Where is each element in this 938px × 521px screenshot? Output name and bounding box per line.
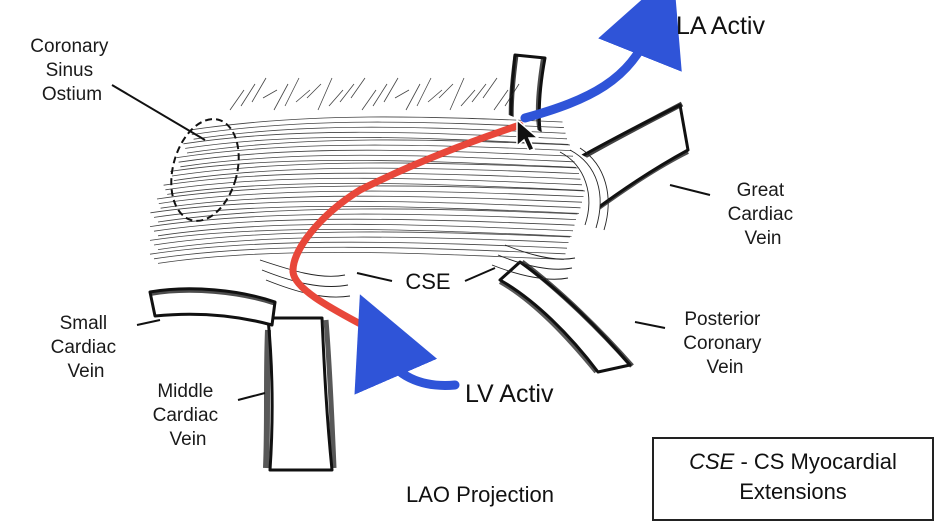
fiber-hatch: [483, 78, 497, 98]
leader-ostium: [112, 85, 205, 140]
label-lv-activ: LV Activ: [465, 380, 554, 408]
small-line-1: Small: [60, 313, 108, 334]
fiber-hatch: [230, 90, 244, 110]
label-la-activ: LA Activ: [676, 12, 765, 40]
middle-cardiac-vein-shape: [266, 318, 334, 470]
label-middle-cardiac-vein: Middle Cardiac Vein: [153, 381, 224, 450]
leader-cse-left: [357, 273, 392, 281]
fiber-hatch: [285, 78, 299, 106]
leader-middle-cardiac: [238, 393, 265, 400]
legend-box: CSE - CS Myocardial Extensions: [652, 437, 934, 521]
great-line-2: Cardiac: [728, 204, 793, 225]
legend-line-1: CSE - CS Myocardial: [654, 449, 932, 475]
small-line-2: Cardiac: [51, 337, 116, 358]
ostium-line-1: Coronary: [30, 36, 109, 57]
fiber-hatch: [263, 90, 277, 98]
fiber-hatch: [241, 84, 255, 106]
legend-line-2: Extensions: [654, 479, 932, 505]
fiber-hatch: [395, 90, 409, 98]
legend-line-1-rest: - CS Myocardial: [734, 449, 897, 474]
fiber-hatch: [252, 78, 266, 102]
label-cse: CSE: [405, 269, 450, 294]
ostium-line-2: Sinus: [46, 60, 94, 81]
ostium-line-3: Ostium: [42, 84, 102, 105]
great-line-3: Vein: [745, 228, 782, 249]
fiber-hatch: [472, 84, 486, 102]
legend-abbr: CSE: [689, 449, 734, 474]
label-coronary-sinus-ostium: Coronary Sinus Ostium: [30, 36, 113, 105]
projection-caption: LAO Projection: [370, 482, 590, 508]
posterior-line-1: Posterior: [684, 309, 761, 330]
leader-posterior-coronary: [635, 322, 665, 328]
posterior-line-2: Coronary: [683, 333, 762, 354]
small-line-3: Vein: [68, 361, 105, 382]
fiber-hatch: [461, 90, 475, 106]
leader-small-cardiac: [137, 320, 160, 325]
fiber-hatch: [351, 78, 365, 98]
label-small-cardiac-vein: Small Cardiac Vein: [51, 313, 122, 382]
label-posterior-coronary-vein: Posterior Coronary Vein: [683, 309, 766, 378]
great-line-1: Great: [737, 180, 785, 201]
middle-line-1: Middle: [157, 381, 213, 402]
posterior-line-3: Vein: [707, 357, 744, 378]
fiber-hatch: [274, 84, 288, 110]
fiber-hatch: [340, 84, 354, 102]
leader-great-cardiac: [670, 185, 710, 195]
fiber-hatch: [296, 90, 310, 102]
label-great-cardiac-vein: Great Cardiac Vein: [728, 180, 799, 249]
small-cardiac-vein-shape: [150, 289, 276, 325]
middle-line-2: Cardiac: [153, 405, 218, 426]
fiber-hatch: [494, 90, 508, 110]
leader-cse-right: [465, 268, 495, 281]
middle-line-3: Vein: [170, 429, 207, 450]
lv-activ-arrow: [385, 352, 455, 385]
